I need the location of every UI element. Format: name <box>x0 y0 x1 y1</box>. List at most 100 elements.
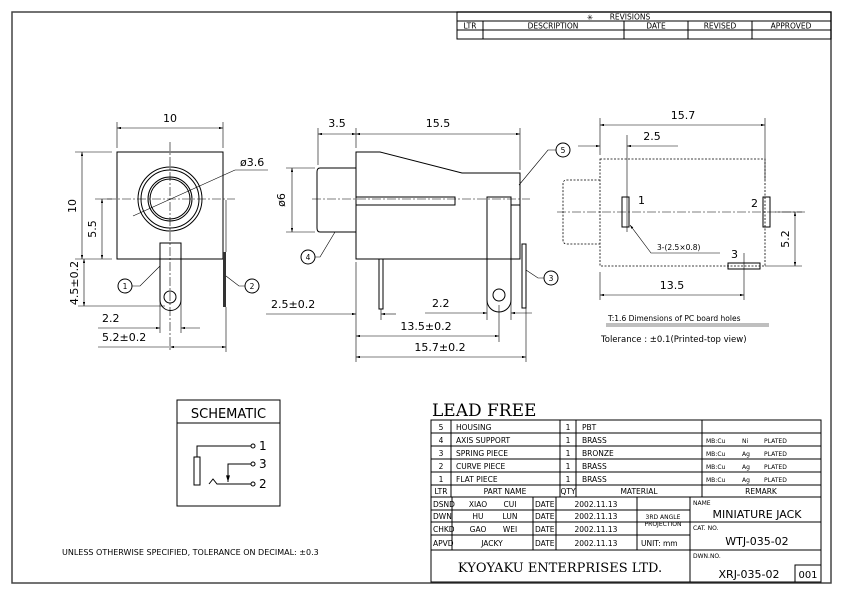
schematic-box: SCHEMATIC 1 3 2 <box>176 399 281 507</box>
part-ltr: 3 <box>439 449 444 458</box>
part-qty: 1 <box>566 462 571 471</box>
side-view: 3.5 15.5 ø6 2.5±0.2 2.2 13.5±0.2 15.7±0.… <box>266 117 571 362</box>
signoff-first-name: HU <box>472 512 483 521</box>
parts-header-ltr: LTR <box>435 487 448 496</box>
balloon-1: 1 <box>123 282 128 291</box>
dim-center-height: 5.5 <box>86 220 99 238</box>
dim-pin-span: 13.5 <box>660 279 685 292</box>
signoff-date-label: DATE <box>535 500 555 509</box>
balloon-4: 4 <box>306 253 311 262</box>
dim-side-2-2: 2.2 <box>432 297 450 310</box>
parts-header-part-name: PART NAME <box>484 487 527 496</box>
pin-2-curve-piece <box>223 252 226 307</box>
balloon-5: 5 <box>561 146 566 155</box>
dim-pin-length: 4.5±0.2 <box>68 261 81 305</box>
part-material: BRONZE <box>582 449 614 458</box>
part-plating: Ag <box>742 477 750 484</box>
schematic-pin-3: 3 <box>259 457 267 471</box>
rev-col-description: DESCRIPTION <box>528 22 579 31</box>
part-name: FLAT PIECE <box>456 475 498 484</box>
parts-row: 1 FLAT PIECE 1 BRASS MB:Cu Ag PLATED <box>439 475 788 484</box>
signoff-last-name: WEI <box>503 525 517 534</box>
signoff-first-name: XIAO <box>469 500 487 509</box>
dim-13-5: 13.5±0.2 <box>400 320 451 333</box>
hole-size-label: 3-(2.5×0.8) <box>657 243 701 252</box>
part-plating: Ni <box>742 438 748 445</box>
company-name: KYOYAKU ENTERPRISES LTD. <box>458 561 662 576</box>
signoff-date: 2002.11.13 <box>575 539 618 548</box>
part-material: BRASS <box>582 462 607 471</box>
parts-header-material: MATERIAL <box>620 487 658 496</box>
signoff-last-name: CUI <box>504 500 517 509</box>
schematic-pin-1: 1 <box>259 439 267 453</box>
part-name: AXIS SUPPORT <box>456 436 510 445</box>
cat-no-label: CAT. NO. <box>693 525 719 532</box>
signoff-date-label: DATE <box>535 525 555 534</box>
rev-col-revised: REVISED <box>704 22 737 31</box>
pcb-pin-3: 3 <box>731 248 738 261</box>
parts-header-remark: REMARK <box>745 487 778 496</box>
part-plating: Ag <box>742 464 750 471</box>
dim-height: 10 <box>66 199 79 213</box>
unit-label: UNIT: mm <box>641 539 678 548</box>
signoff-role: DWN <box>433 512 452 521</box>
front-view: 10 10 5.5 4.5±0.2 2.2 5.2±0.2 ø3.6 1 2 <box>66 112 268 352</box>
part-ltr: 1 <box>439 475 444 484</box>
dim-pcb-length: 15.7 <box>671 109 696 122</box>
schematic-title: SCHEMATIC <box>191 407 266 422</box>
signoff-date-label: DATE <box>535 512 555 521</box>
pcb-hole-view: 15.7 2.5 5.2 13.5 3-(2.5×0.8) 1 2 3 T:1.… <box>557 109 805 345</box>
signoff-role: CHKD <box>433 525 455 534</box>
part-plated: PLATED <box>764 438 787 445</box>
revisions-table: ✳ REVISIONS LTR DESCRIPTION DATE REVISED… <box>456 11 832 40</box>
dim-2-5: 2.5±0.2 <box>271 298 315 311</box>
sheet-border <box>11 11 832 584</box>
signoff-first-name: GAO <box>470 525 487 534</box>
revisions-symbol: ✳ <box>587 13 593 22</box>
part-ltr: 5 <box>439 423 444 432</box>
schematic-pin-2: 2 <box>259 477 267 491</box>
rev-col-ltr: LTR <box>464 22 477 31</box>
part-qty: 1 <box>566 423 571 432</box>
part-material: PBT <box>582 423 597 432</box>
signoff-date: 2002.11.13 <box>575 512 618 521</box>
lead-free-label: LEAD FREE <box>432 401 536 421</box>
signoff-last-name: LUN <box>503 512 518 521</box>
part-base-metal: MB:Cu <box>706 477 726 484</box>
part-qty: 1 <box>566 475 571 484</box>
signoff-date-label: DATE <box>535 539 555 548</box>
balloon-2: 2 <box>250 282 255 291</box>
signoff-date: 2002.11.13 <box>575 500 618 509</box>
rev-col-approved: APPROVED <box>771 22 812 31</box>
dim-pcb-offset: 2.5 <box>643 130 661 143</box>
rev-col-date: DATE <box>646 22 666 31</box>
part-material: BRASS <box>582 475 607 484</box>
pcb-note-tolerance: Tolerance : ±0.1(Printed-top view) <box>600 335 747 345</box>
signoff-role: APVD <box>433 539 454 548</box>
part-base-metal: MB:Cu <box>706 438 726 445</box>
parts-row: 5 HOUSING 1 PBT <box>439 423 597 432</box>
dim-nose-diameter: ø6 <box>275 193 288 207</box>
part-qty: 1 <box>566 449 571 458</box>
dim-diameter: ø3.6 <box>240 156 264 169</box>
dim-body-length: 15.5 <box>426 117 451 130</box>
pcb-pin-2: 2 <box>751 197 758 210</box>
part-plated: PLATED <box>764 464 787 471</box>
pcb-note-title: T:1.6 Dimensions of PC board holes <box>607 314 741 323</box>
dwn-no: XRJ-035-02 <box>719 568 780 581</box>
projection-line-1: 3RD ANGLE <box>646 514 681 521</box>
part-name: HOUSING <box>456 423 492 432</box>
revisions-title: REVISIONS <box>610 13 651 22</box>
dim-5-2: 5.2±0.2 <box>102 331 146 344</box>
dim-2-2: 2.2 <box>102 312 120 325</box>
sheet-number: 001 <box>798 570 817 581</box>
part-plated: PLATED <box>764 477 787 484</box>
dim-pcb-height: 5.2 <box>779 230 792 248</box>
signoff-row: DWN HU LUN DATE 2002.11.13 <box>433 512 618 521</box>
pcb-pin-1: 1 <box>638 194 645 207</box>
